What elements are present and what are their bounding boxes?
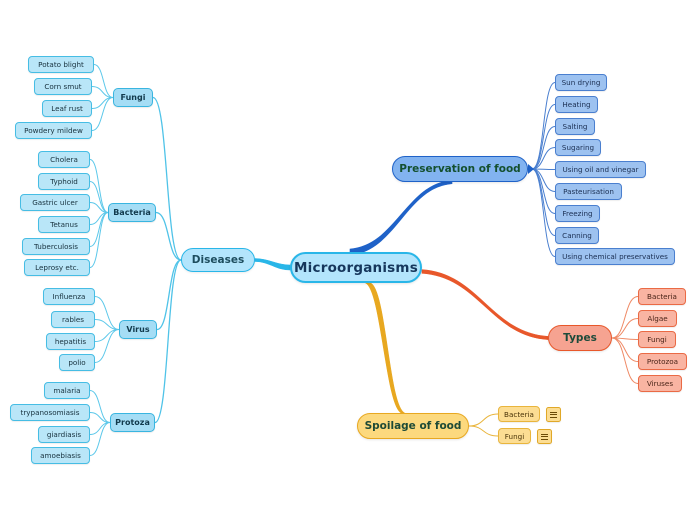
leaf-node-disease[interactable]: Cholera [38,151,90,168]
leaf-node-disease[interactable]: malaria [44,382,90,399]
leaf-node-disease[interactable]: amoebiasis [31,447,90,464]
leaf-node-disease[interactable]: hepatitis [46,333,95,350]
leaf-node-spoilage-agent[interactable]: Bacteria [498,406,540,422]
leaf-node-disease[interactable]: polio [59,354,95,371]
leaf-node-disease[interactable]: Tetanus [38,216,90,233]
leaf-node-disease[interactable]: rables [51,311,95,328]
leaf-node-spoilage-agent[interactable]: Fungi [498,428,531,444]
leaf-node-disease[interactable]: Typhoid [38,173,90,190]
leaf-node-disease[interactable]: Potato blight [28,56,94,73]
leaf-node-preservation-method[interactable]: Canning [555,227,599,244]
branch-node-diseases[interactable]: Diseases [181,248,255,272]
branch-node-types[interactable]: Types [548,325,612,351]
leaf-node-disease[interactable]: Influenza [43,288,95,305]
group-node-virus[interactable]: Virus [119,320,157,339]
leaf-node-preservation-method[interactable]: Freezing [555,205,600,222]
branch-node-preservation-of-food[interactable]: Preservation of food [392,156,528,182]
leaf-node-type[interactable]: Bacteria [638,288,686,305]
note-icon[interactable] [546,407,561,422]
leaf-node-disease[interactable]: Powdery mildew [15,122,92,139]
group-node-fungi[interactable]: Fungi [113,88,153,107]
leaf-node-disease[interactable]: trypanosomiasis [10,404,90,421]
leaf-node-preservation-method[interactable]: Sun drying [555,74,607,91]
leaf-node-disease[interactable]: Tuberculosis [22,238,90,255]
leaf-node-disease[interactable]: Leaf rust [42,100,92,117]
leaf-node-preservation-method[interactable]: Sugaring [555,139,601,156]
leaf-node-type[interactable]: Fungi [638,331,676,348]
leaf-node-preservation-method[interactable]: Salting [555,118,595,135]
leaf-node-preservation-method[interactable]: Pasteurisation [555,183,622,200]
leaf-node-type[interactable]: Viruses [638,375,682,392]
group-node-bacteria[interactable]: Bacteria [108,203,156,222]
leaf-node-disease[interactable]: Gastric ulcer [20,194,90,211]
leaf-node-preservation-method[interactable]: Using chemical preservatives [555,248,675,265]
leaf-node-disease[interactable]: Leprosy etc. [24,259,90,276]
leaf-node-preservation-method[interactable]: Using oil and vinegar [555,161,646,178]
branch-node-spoilage-of-food[interactable]: Spoilage of food [357,413,469,439]
leaf-node-preservation-method[interactable]: Heating [555,96,598,113]
root-node-microorganisms[interactable]: Microorganisms [290,252,422,283]
note-icon[interactable] [537,429,552,444]
leaf-node-disease[interactable]: giardiasis [38,426,90,443]
leaf-node-disease[interactable]: Corn smut [34,78,92,95]
leaf-node-type[interactable]: Protozoa [638,353,687,370]
group-node-protoza[interactable]: Protoza [110,413,155,432]
leaf-node-type[interactable]: Algae [638,310,677,327]
